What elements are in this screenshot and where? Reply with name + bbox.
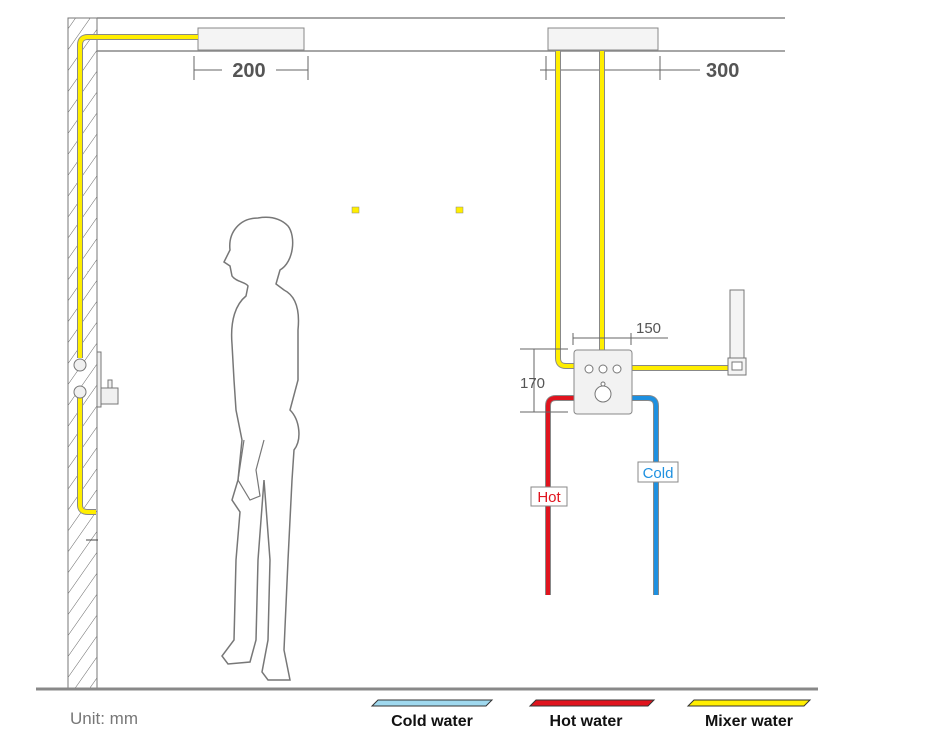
- mixer-pipes-right: [555, 51, 728, 371]
- dimension-300: [540, 56, 700, 80]
- dimension-200: [193, 56, 309, 80]
- dimension-150-label: 150: [636, 320, 661, 337]
- dimension-150: [572, 333, 668, 345]
- legend: Cold water Hot water Mixer water: [370, 699, 812, 730]
- cold-tag: [637, 461, 679, 483]
- person-silhouette: [221, 216, 300, 681]
- mixer-pipe-left: [77, 34, 198, 515]
- cold-water-pipe: [632, 395, 659, 595]
- marker: [351, 206, 360, 214]
- wall-valve-left: [73, 351, 119, 408]
- cold-water-swatch: [370, 699, 494, 707]
- hot-tag-label: Hot: [537, 489, 561, 506]
- hand-shower: [727, 289, 747, 376]
- thermostatic-valve: [573, 349, 633, 415]
- dimension-170-label: 170: [520, 375, 545, 392]
- hot-water-swatch: [528, 699, 656, 707]
- cold-tag-label: Cold: [643, 465, 674, 482]
- legend-hot-water-label: Hot water: [550, 713, 623, 730]
- person-hand: [237, 439, 265, 501]
- overhead-shower-right: [547, 27, 659, 51]
- dimension-200-label: 200: [232, 60, 265, 82]
- legend-item-mixer-water: Mixer water: [686, 699, 812, 730]
- legend-mixer-water-label: Mixer water: [705, 713, 793, 730]
- overhead-shower-left: [197, 27, 305, 51]
- dimension-300-label: 300: [706, 60, 739, 82]
- hot-water-pipe: [545, 395, 574, 595]
- unit-label: Unit: mm: [70, 709, 138, 728]
- hot-tag: [530, 486, 568, 507]
- dimension-170: [520, 348, 568, 413]
- mixer-water-swatch: [686, 699, 812, 707]
- legend-cold-water-label: Cold water: [391, 713, 473, 730]
- legend-item-cold-water: Cold water: [370, 699, 494, 730]
- legend-item-hot-water: Hot water: [528, 699, 656, 730]
- marker: [455, 206, 464, 214]
